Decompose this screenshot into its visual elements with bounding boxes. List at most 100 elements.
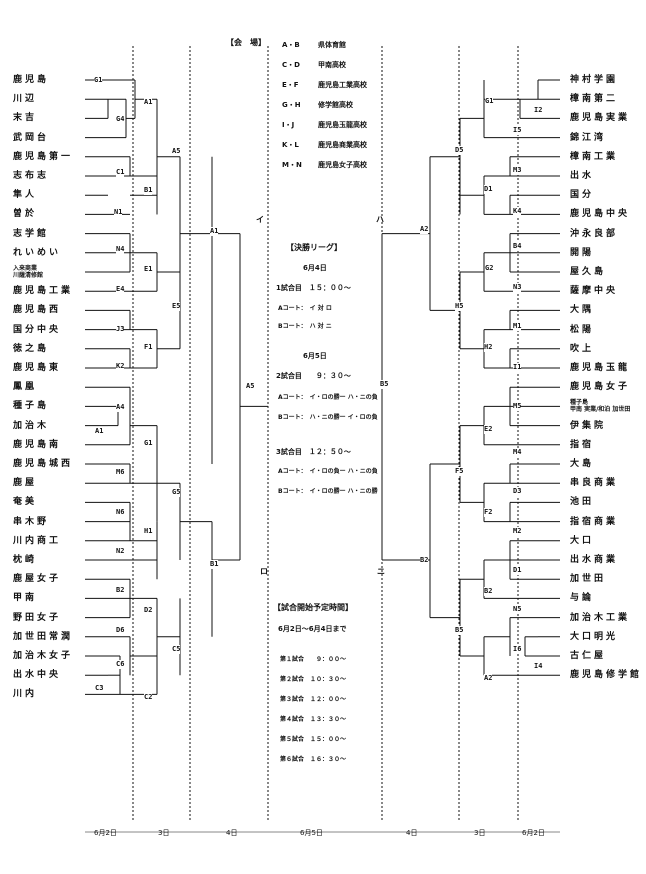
venue-name: 県体育館 xyxy=(318,41,346,49)
venue-code: K・L xyxy=(282,141,299,149)
date-right-3: 4日 xyxy=(406,829,418,837)
right-team: 出水商業 xyxy=(570,555,619,565)
venue-title: 【会 場】 xyxy=(226,38,266,47)
venue-code: A・B xyxy=(282,41,300,49)
left-team: 川辺 xyxy=(13,94,38,105)
left-match-label: N6 xyxy=(116,508,125,517)
right-match-label: H5 xyxy=(455,302,464,311)
final-d2-m2-a: Aコート： イ・ロの勝ー ハ・ニの負 xyxy=(278,394,378,401)
left-match-label: C6 xyxy=(116,660,125,669)
left-match-label: A1 xyxy=(95,427,104,436)
left-team: 奄美 xyxy=(13,497,38,508)
venue-code: G・H xyxy=(282,101,301,109)
right-match-label: M1 xyxy=(513,322,522,331)
right-team: 池田 xyxy=(570,497,595,508)
schedule-range: 6月2日～6月4日まで xyxy=(278,625,347,633)
right-team: 大口明光 xyxy=(570,631,619,642)
schedule-title: 【試合開始予定時間】 xyxy=(273,603,353,612)
venue-name: 修学館高校 xyxy=(318,101,353,109)
left-match-label: J3 xyxy=(116,325,125,334)
left-match-label: A1 xyxy=(144,98,153,107)
left-team: 入来商業 川薩清修館 xyxy=(13,265,44,279)
right-team: 大隅 xyxy=(570,305,595,316)
venue-name: 甲南高校 xyxy=(318,61,346,69)
right-team: 錦江湾 xyxy=(570,132,607,143)
right-match-label: B5 xyxy=(455,626,464,635)
schedule-slot: 第２試合 １０：３０～ xyxy=(280,676,347,683)
right-match-label: N5 xyxy=(513,605,522,614)
left-match-label: E1 xyxy=(144,265,153,274)
right-match-label: B2 xyxy=(484,587,493,596)
left-team: 出水中央 xyxy=(13,670,62,681)
left-team: 曽於 xyxy=(13,209,38,220)
left-team: 鹿屋女子 xyxy=(13,574,62,585)
schedule-slot: 第５試合 １５：００～ xyxy=(280,736,347,743)
right-match-label: B2 xyxy=(420,556,429,565)
right-team: 樟南工業 xyxy=(570,151,619,162)
right-match-label: I2 xyxy=(534,106,543,115)
left-team: 鹿児島第一 xyxy=(13,151,74,162)
right-team: 薩摩中央 xyxy=(570,286,619,297)
right-team: 出水 xyxy=(570,171,595,181)
final-d2-match2: 2試合目 ９：３０～ xyxy=(276,372,351,380)
left-team: 加世田常潤 xyxy=(13,631,74,642)
left-match-label: A5 xyxy=(172,147,181,156)
left-team: 国分中央 xyxy=(13,324,62,335)
right-team: 屋久島 xyxy=(570,267,607,277)
schedule-slot: 第６試合 １６：３０～ xyxy=(280,756,347,763)
left-match-label: N2 xyxy=(116,547,125,556)
right-match-label: B4 xyxy=(513,242,522,251)
right-match-label: G2 xyxy=(485,264,494,273)
right-match-label: G1 xyxy=(485,97,494,106)
right-team: 加治木工業 xyxy=(570,612,631,623)
marker-ni: ニ xyxy=(377,567,385,576)
left-team: 鹿児島城西 xyxy=(13,459,74,469)
left-match-label: K2 xyxy=(116,362,125,371)
right-match-label: A2 xyxy=(484,674,493,683)
left-match-label: N1 xyxy=(114,208,123,217)
left-team: 末吉 xyxy=(13,113,38,124)
left-match-label: D6 xyxy=(116,626,125,635)
left-match-label: A5 xyxy=(246,382,255,391)
right-team: 大口 xyxy=(570,535,595,546)
schedule-slot: 第３試合 １２：００～ xyxy=(280,696,347,703)
right-team: 吹上 xyxy=(570,343,595,354)
left-team: 種子島 xyxy=(13,401,50,412)
left-match-label: E5 xyxy=(172,302,181,311)
right-team: 伊集院 xyxy=(570,420,607,431)
left-match-label: D2 xyxy=(144,606,153,615)
left-match-label: H1 xyxy=(144,527,153,536)
venue-name: 鹿児島工業高校 xyxy=(318,81,367,89)
left-team: 鹿屋 xyxy=(13,478,38,489)
right-match-label: N3 xyxy=(513,283,522,292)
right-match-label: M3 xyxy=(513,166,522,175)
left-match-label: B1 xyxy=(144,186,153,195)
right-team: 神村学園 xyxy=(570,75,619,85)
right-match-label: D3 xyxy=(513,487,522,496)
right-match-label: I6 xyxy=(513,645,522,654)
right-match-label: K4 xyxy=(513,207,522,216)
left-match-label: C5 xyxy=(172,645,181,654)
date-left-1: 6月2日 xyxy=(94,829,117,837)
right-team: 鹿児島中央 xyxy=(570,209,631,220)
left-match-label: M6 xyxy=(116,468,125,477)
right-team: 鹿児島玉龍 xyxy=(570,363,631,373)
final-day1: 6月4日 xyxy=(303,264,327,272)
right-team: 鹿児島女子 xyxy=(570,382,631,393)
left-match-label: A4 xyxy=(116,403,125,412)
left-team: 志学館 xyxy=(13,228,50,239)
venue-code: M・N xyxy=(282,161,302,169)
left-team: 野田女子 xyxy=(13,612,62,623)
final-day1-time: 1試合目 １５：００～ xyxy=(276,284,351,292)
schedule-slot: 第１試合 ９：００～ xyxy=(280,656,347,663)
left-match-label: B1 xyxy=(210,560,219,569)
left-match-label: G4 xyxy=(116,115,125,124)
right-match-label: D1 xyxy=(484,185,493,194)
left-team: れいめい xyxy=(13,247,62,258)
right-match-label: M2 xyxy=(513,527,522,536)
final-day2: 6月5日 xyxy=(303,352,327,360)
right-match-label: D1 xyxy=(513,566,522,575)
right-match-label: I4 xyxy=(534,662,543,671)
date-right-2: 3日 xyxy=(474,829,486,837)
left-match-label: C2 xyxy=(144,693,153,702)
